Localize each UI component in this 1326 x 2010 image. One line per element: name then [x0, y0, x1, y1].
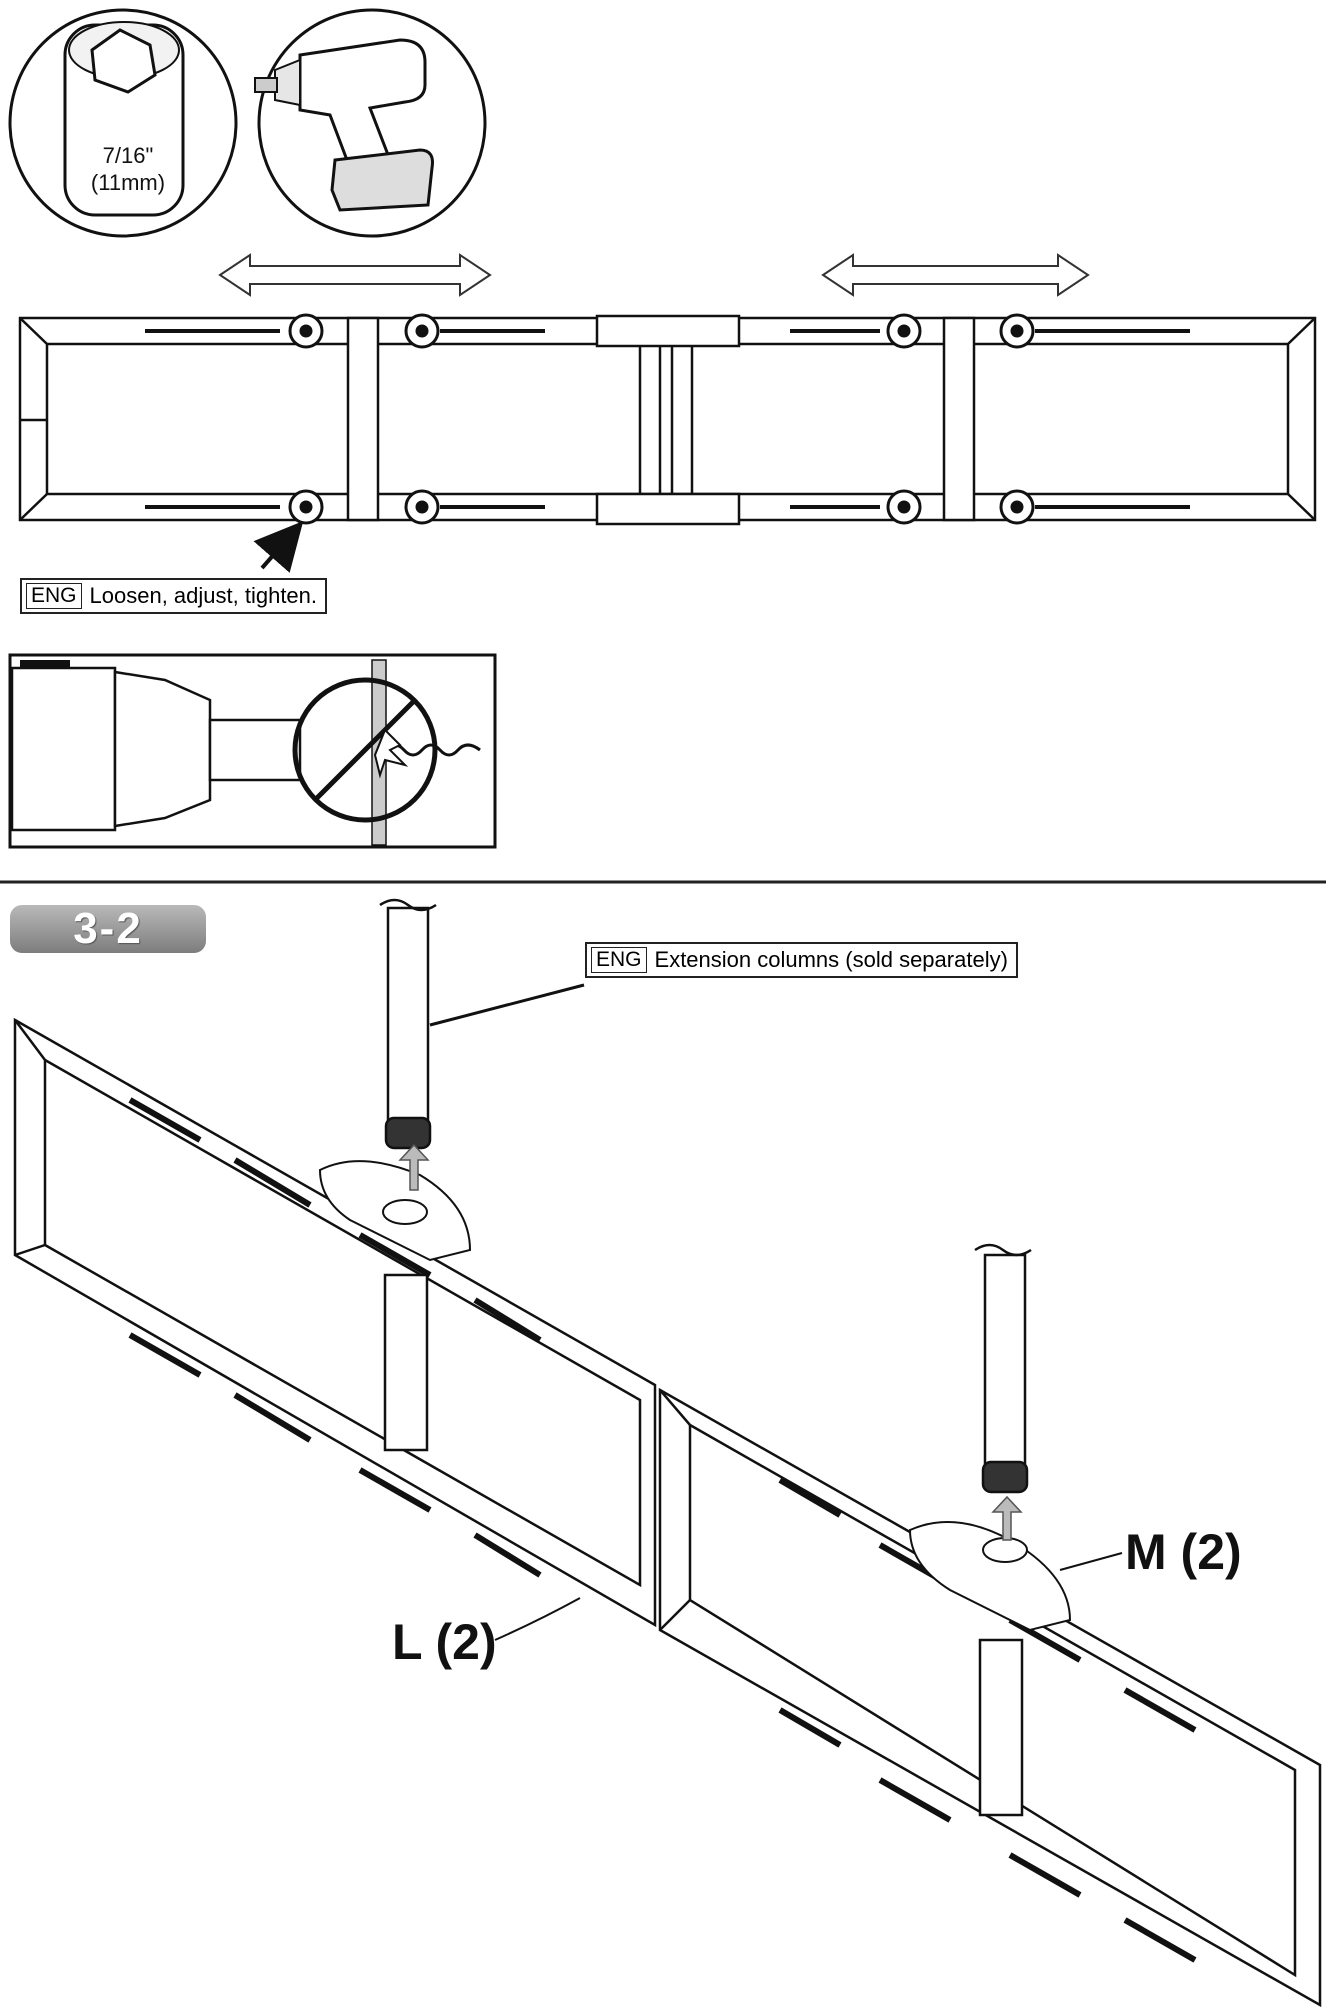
mount-frame-perspective	[13, 1017, 1322, 2008]
part-label-l: L (2)	[392, 1614, 497, 1670]
extension-columns	[379, 898, 1032, 1494]
callout-loosen-adjust: ENG Loosen, adjust, tighten.	[20, 578, 328, 614]
language-tag: ENG	[26, 583, 82, 609]
adjust-bolts	[288, 313, 1035, 525]
adjust-arrow-left-icon	[218, 253, 492, 297]
callout-text: Extension columns (sold separately)	[654, 947, 1008, 972]
insert-up-arrows	[398, 1143, 1023, 1541]
adjust-arrow-right-icon	[821, 253, 1090, 297]
callout-line-columns	[429, 983, 585, 1027]
part-label-m: M (2)	[1125, 1524, 1242, 1580]
callout-extension-columns: ENG Extension columns (sold separately)	[585, 942, 1018, 978]
callout-line-l	[494, 1597, 581, 1641]
language-tag: ENG	[591, 947, 647, 973]
no-overtighten-icon	[292, 677, 438, 823]
hex-socket-icon	[8, 8, 238, 238]
callout-text: Loosen, adjust, tighten.	[89, 583, 318, 608]
power-drill-icon	[254, 8, 487, 238]
warning-panel	[8, 653, 497, 849]
socket-size-label: 7/16"	[102, 143, 154, 168]
socket-metric-label: (11mm)	[90, 170, 166, 195]
callout-arrow-loosen	[253, 520, 304, 573]
callout-line-m	[1059, 1552, 1123, 1571]
step-badge: 3-2	[10, 904, 206, 953]
mount-frame-front-view	[18, 314, 1317, 526]
column-plates	[318, 1160, 1072, 1632]
